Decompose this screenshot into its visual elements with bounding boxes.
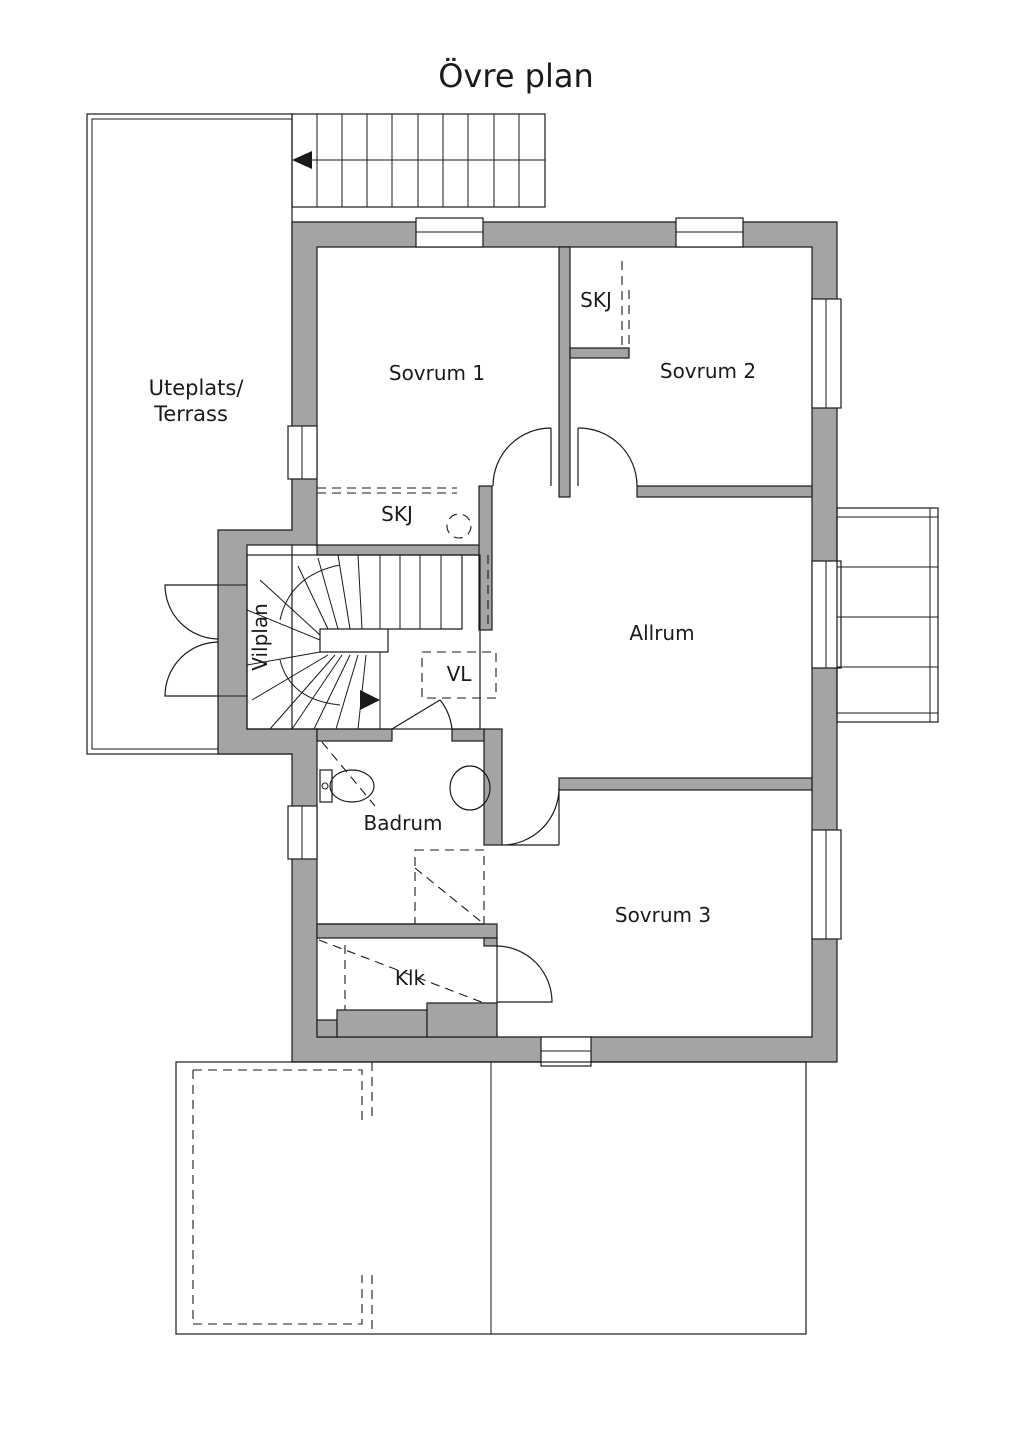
closet-2-label: SKJ [580, 288, 612, 312]
closet-dashes [318, 939, 485, 1010]
carport [175, 1061, 807, 1335]
interior-stair [246, 554, 489, 730]
bedroom-3-label: Sovrum 3 [615, 903, 711, 927]
interior-walls [316, 246, 813, 1038]
exterior-walls [217, 221, 838, 1063]
terrace-label-line2: Terrass [153, 402, 228, 426]
doors [164, 427, 638, 1003]
vl-label: VL [447, 662, 473, 686]
arrow-left-icon [292, 151, 312, 169]
balcony [836, 507, 939, 723]
arrow-right-icon [360, 690, 380, 710]
terrace-label-line1: Uteplats/ [149, 376, 245, 400]
landing-label: Vilplan [248, 603, 272, 671]
bathroom-fixtures [319, 741, 491, 925]
bathroom-label: Badrum [363, 811, 442, 835]
closet-1-label: SKJ [381, 502, 413, 526]
bedroom-1-label: Sovrum 1 [389, 361, 485, 385]
living-room-label: Allrum [629, 621, 694, 645]
wardrobes [317, 261, 630, 699]
windows [287, 217, 842, 1067]
plan-title: Övre plan [438, 57, 594, 95]
walk-in-closet-label: Klk [395, 966, 426, 990]
bedroom-2-label: Sovrum 2 [660, 359, 756, 383]
outer-stair [291, 113, 546, 208]
